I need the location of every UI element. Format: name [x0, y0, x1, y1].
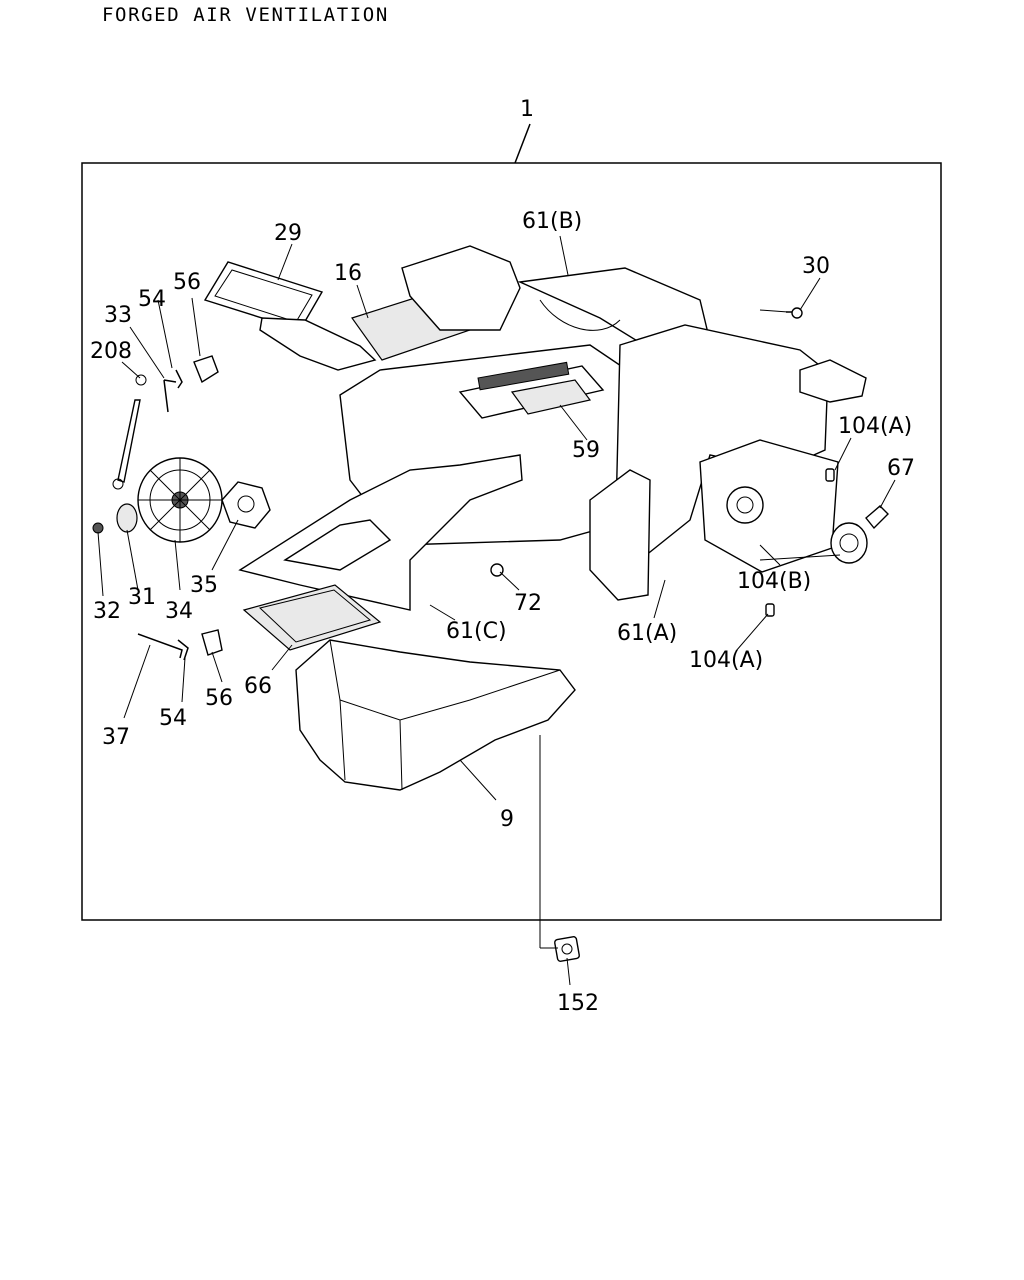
part-34-blower[interactable]	[137, 457, 223, 543]
part-152-nut[interactable]	[554, 936, 580, 962]
callout-54-top: 54	[138, 287, 166, 312]
leader-lines	[97, 235, 896, 986]
callout-16: 16	[334, 261, 362, 286]
part-29-duct[interactable]	[203, 261, 377, 371]
part-54-top-clip[interactable]	[175, 369, 183, 389]
callout-61a: 61(A)	[617, 621, 677, 646]
part-104b-cap[interactable]	[830, 522, 868, 564]
part-59-vent[interactable]	[510, 379, 592, 415]
callout-30: 30	[802, 254, 830, 279]
callout-104a-bottom: 104(A)	[689, 648, 763, 673]
callout-61c: 61(C)	[446, 619, 507, 644]
part-30-screw[interactable]	[786, 307, 803, 319]
part-61a-housing[interactable]	[589, 324, 867, 601]
part-35-actuator[interactable]	[221, 481, 271, 529]
callout-1: 1	[520, 97, 534, 122]
part-104a-bottom-pin[interactable]	[765, 603, 775, 617]
part-72-fastener[interactable]	[490, 563, 504, 577]
callout-34: 34	[165, 599, 193, 624]
callout-33: 33	[104, 303, 132, 328]
callout-59: 59	[572, 438, 600, 463]
callout-29: 29	[274, 221, 302, 246]
callout-152: 152	[557, 991, 599, 1016]
callout-208: 208	[90, 339, 132, 364]
part-56-bottom-clamp[interactable]	[201, 629, 223, 656]
callout-61b: 61(B)	[522, 209, 582, 234]
leader-1	[514, 123, 531, 164]
callout-66: 66	[244, 674, 272, 699]
assembly-frame	[81, 162, 942, 921]
part-67-clip[interactable]	[865, 505, 889, 530]
callout-31: 31	[128, 585, 156, 610]
part-208-spring[interactable]	[112, 374, 147, 490]
callout-67: 67	[887, 456, 915, 481]
part-104a-top-pin[interactable]	[825, 468, 835, 482]
callout-104b: 104(B)	[737, 569, 811, 594]
callout-54-bottom: 54	[159, 706, 187, 731]
callout-37: 37	[102, 725, 130, 750]
callout-72: 72	[514, 591, 542, 616]
callout-56-top: 56	[173, 270, 201, 295]
callout-104a-top: 104(A)	[838, 414, 912, 439]
part-56-top-clamp[interactable]	[193, 355, 219, 384]
part-33-clip[interactable]	[163, 379, 177, 413]
part-37-rod[interactable]	[137, 633, 183, 659]
diagram-title: FORGED AIR VENTILATION	[102, 4, 389, 26]
part-31-wheel[interactable]	[116, 503, 138, 533]
part-32-screw[interactable]	[92, 522, 104, 534]
part-66-filter[interactable]	[242, 584, 382, 651]
callout-35: 35	[190, 573, 218, 598]
part-61c-duct[interactable]	[238, 454, 523, 611]
part-9-lower-case[interactable]	[295, 639, 576, 791]
callout-9: 9	[500, 807, 514, 832]
callout-56-bottom: 56	[205, 686, 233, 711]
callout-labels: 1 29 16 61(B) 30 54 56 33 208 104(A) 67 …	[90, 97, 915, 1016]
callout-32: 32	[93, 599, 121, 624]
part-54-bottom-clip[interactable]	[177, 639, 189, 661]
